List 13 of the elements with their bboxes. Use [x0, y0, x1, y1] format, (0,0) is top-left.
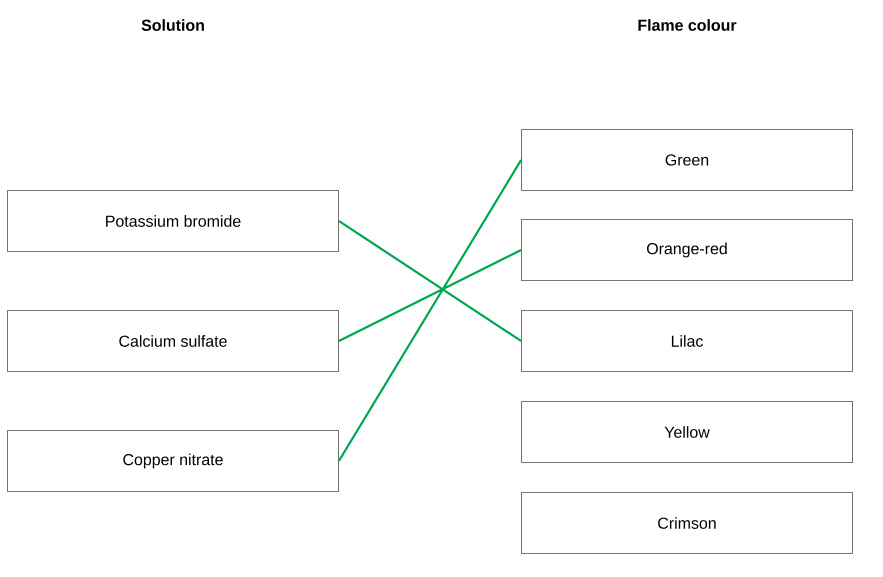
answer-box: Calcium sulfate — [7, 310, 339, 372]
answer-box: Copper nitrate — [7, 430, 339, 492]
column-heading: Flame colour — [638, 19, 736, 31]
matching-line — [338, 249, 522, 342]
answer-box: Lilac — [521, 310, 853, 372]
column-heading: Solution — [142, 19, 204, 31]
answer-box: Yellow — [521, 401, 853, 463]
matching-line — [338, 159, 522, 462]
answer-box: Crimson — [521, 492, 853, 554]
answer-box: Orange-red — [521, 219, 853, 281]
matching-line — [338, 220, 522, 342]
answer-box: Potassium bromide — [7, 190, 339, 252]
answer-box: Green — [521, 129, 853, 191]
